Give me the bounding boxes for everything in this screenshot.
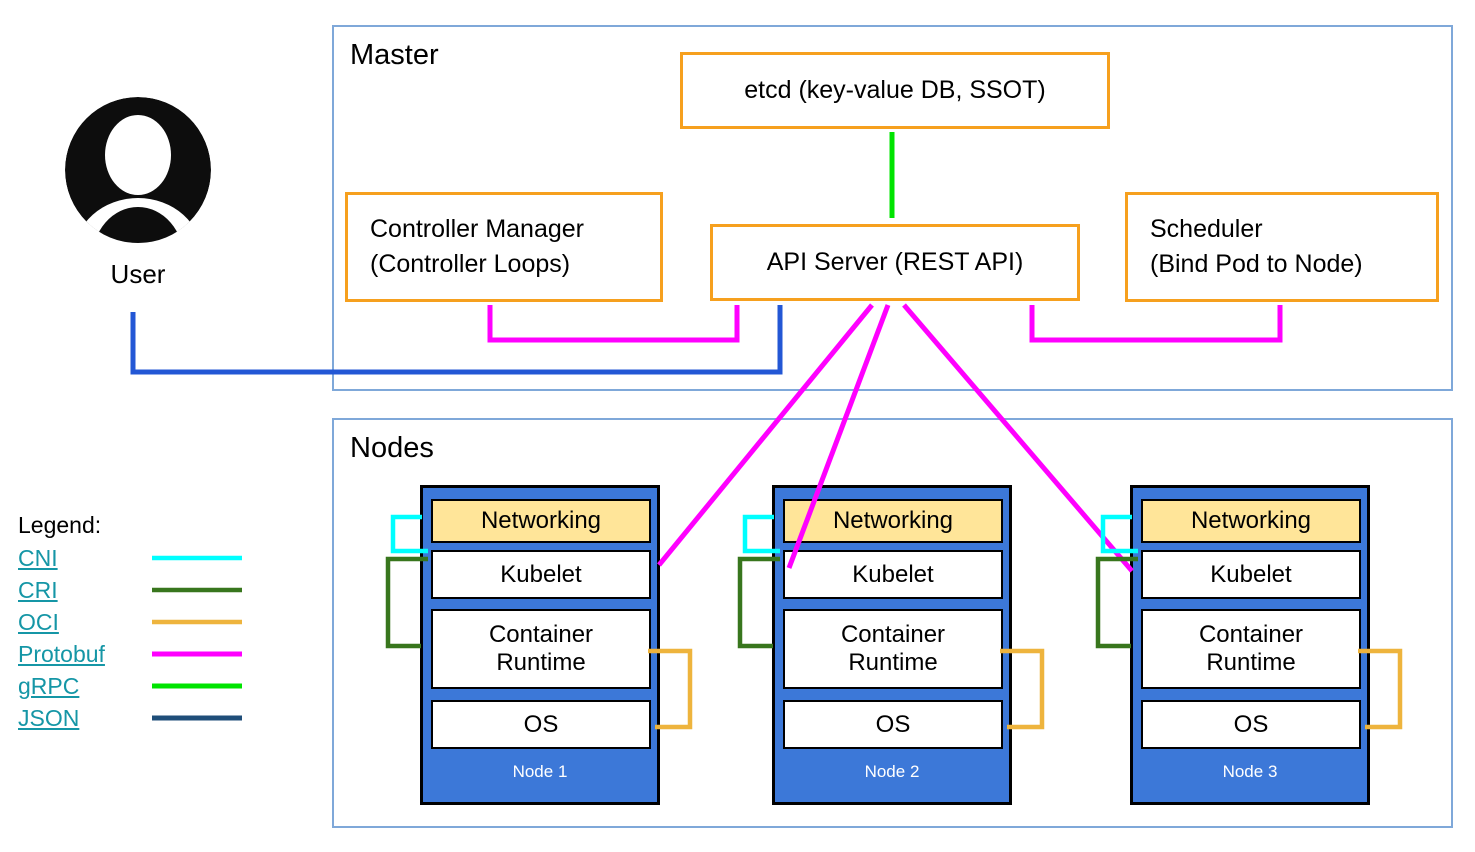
user-figure: User <box>63 95 213 290</box>
cni-link[interactable]: CNI <box>18 545 58 571</box>
controller-manager-label: Controller Manager <box>370 215 584 243</box>
container-runtime-layer: Container Runtime <box>783 609 1003 689</box>
api-server-label: API Server (REST API) <box>766 248 1024 276</box>
grpc-link[interactable]: gRPC <box>18 673 80 699</box>
user-label: User <box>110 259 166 289</box>
legend: Legend: CNI CRI OCI Protobuf gRPC JSON <box>18 508 105 734</box>
legend-item-grpc: gRPC <box>18 670 105 702</box>
master-container: Master etcd (key-value DB, SSOT) Control… <box>332 25 1453 391</box>
container-runtime-layer: Container Runtime <box>431 609 651 689</box>
nodes-container: Nodes Networking Kubelet Container Runti… <box>332 418 1453 828</box>
kubelet-layer: Kubelet <box>431 550 651 599</box>
networking-layer: Networking <box>783 499 1003 543</box>
etcd-box: etcd (key-value DB, SSOT) <box>680 52 1110 129</box>
kubelet-layer: Kubelet <box>1141 550 1361 599</box>
networking-layer: Networking <box>431 499 651 543</box>
os-layer: OS <box>783 700 1003 749</box>
api-server-box: API Server (REST API) <box>710 224 1080 301</box>
user-icon <box>65 97 211 243</box>
json-link[interactable]: JSON <box>18 705 80 731</box>
node-2: Networking Kubelet Container Runtime OS … <box>772 485 1012 805</box>
node-name: Node 3 <box>1222 762 1278 781</box>
legend-title: Legend: <box>18 512 102 538</box>
protobuf-link[interactable]: Protobuf <box>18 641 105 667</box>
master-title: Master <box>350 39 439 71</box>
scheduler-box: Scheduler (Bind Pod to Node) <box>1125 192 1439 302</box>
scheduler-label: Scheduler <box>1150 215 1263 243</box>
controller-manager-sublabel: (Controller Loops) <box>370 250 571 278</box>
legend-item-protobuf: Protobuf <box>18 638 105 670</box>
kubelet-layer: Kubelet <box>783 550 1003 599</box>
legend-item-json: JSON <box>18 702 105 734</box>
os-layer: OS <box>431 700 651 749</box>
etcd-label: etcd (key-value DB, SSOT) <box>744 76 1046 104</box>
scheduler-sublabel: (Bind Pod to Node) <box>1150 250 1363 278</box>
node-name: Node 1 <box>512 762 568 781</box>
nodes-title: Nodes <box>350 432 434 464</box>
node-1: Networking Kubelet Container Runtime OS … <box>420 485 660 805</box>
cri-link[interactable]: CRI <box>18 577 58 603</box>
oci-link[interactable]: OCI <box>18 609 59 635</box>
container-runtime-layer: Container Runtime <box>1141 609 1361 689</box>
legend-item-cri: CRI <box>18 574 105 606</box>
os-layer: OS <box>1141 700 1361 749</box>
networking-layer: Networking <box>1141 499 1361 543</box>
node-name: Node 2 <box>864 762 920 781</box>
node-3: Networking Kubelet Container Runtime OS … <box>1130 485 1370 805</box>
controller-manager-box: Controller Manager (Controller Loops) <box>345 192 663 302</box>
legend-item-cni: CNI <box>18 542 105 574</box>
legend-item-oci: OCI <box>18 606 105 638</box>
